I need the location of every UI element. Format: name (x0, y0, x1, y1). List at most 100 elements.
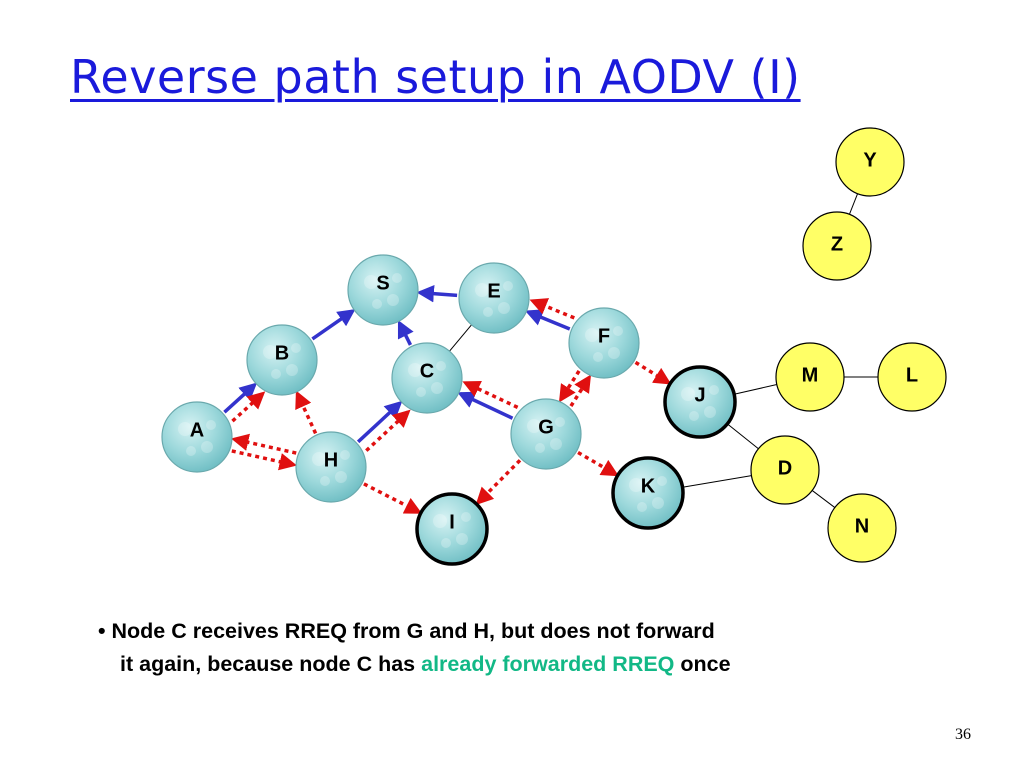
node-texture (335, 471, 347, 483)
node-j-label: J (694, 384, 705, 406)
node-texture (291, 343, 301, 353)
node-texture (206, 420, 216, 430)
node-texture (372, 299, 382, 309)
node-texture (555, 417, 565, 427)
node-n: N (827, 493, 897, 563)
bullet-line-1-text: Node C receives RREQ from G and H, but d… (111, 619, 715, 643)
node-g-label: G (538, 416, 554, 438)
node-c-circle (391, 342, 463, 414)
node-y: Y (835, 127, 905, 197)
node-b: B (246, 324, 318, 396)
node-texture (593, 352, 603, 362)
node-m-label: M (802, 364, 819, 386)
rreq-arrow-H-B (295, 390, 318, 435)
rreq-arrow-G-I (475, 459, 522, 506)
node-n-label: N (855, 515, 869, 537)
node-texture (186, 446, 196, 456)
node-texture (271, 369, 281, 379)
node-texture (461, 512, 471, 522)
rreq-arrow-A-B (231, 391, 266, 423)
reverse-path-arrow-F-E (525, 309, 571, 331)
node-texture (416, 387, 426, 397)
bullet-line-2-after: once (680, 652, 731, 676)
link-J-M (734, 384, 777, 395)
node-texture (475, 283, 489, 297)
reverse-path-arrow-B-S (311, 309, 356, 341)
node-z-circle (802, 211, 872, 281)
reverse-path-arrow-H-C (356, 400, 403, 444)
rreq-arrow-A-H (231, 449, 297, 471)
node-f-label: F (598, 325, 610, 347)
node-texture (585, 328, 599, 342)
node-texture (704, 406, 716, 418)
node-texture (550, 438, 562, 450)
node-texture (689, 411, 699, 421)
node-i-circle (415, 492, 489, 566)
rreq-arrow-H-A (231, 433, 297, 455)
node-texture (657, 476, 667, 486)
rreq-arrow-G-F (569, 374, 592, 407)
node-z-label: Z (831, 233, 843, 255)
node-g: G (510, 398, 582, 470)
bullet-line-2-highlight: already forwarded RREQ (421, 652, 675, 676)
node-h: H (295, 431, 367, 503)
link-K-D (682, 475, 752, 488)
node-h-circle (295, 431, 367, 503)
node-d: D (750, 435, 820, 505)
node-texture (433, 514, 447, 528)
node-texture (681, 387, 695, 401)
node-texture (613, 326, 623, 336)
node-texture (456, 533, 468, 545)
node-d-label: D (778, 457, 792, 479)
reverse-path-layer (223, 284, 571, 444)
node-i: I (415, 492, 489, 566)
bullet-text: • Node C receives RREQ from G and H, but… (98, 615, 731, 681)
node-texture (436, 361, 446, 371)
bullet-marker: • (98, 619, 106, 643)
node-a-label: A (190, 419, 204, 441)
node-texture (441, 538, 451, 548)
node-y-circle (835, 127, 905, 197)
node-l-label: L (906, 364, 918, 386)
links-layer (449, 193, 878, 508)
node-c-label: C (420, 360, 434, 382)
node-k-circle (611, 456, 685, 530)
node-s-circle (347, 254, 419, 326)
node-texture (320, 476, 330, 486)
node-texture (364, 275, 378, 289)
node-a: A (161, 401, 233, 473)
rreq-arrow-H-I (363, 482, 423, 514)
reverse-path-arrow-G-C (457, 391, 514, 420)
link-E-C (449, 324, 472, 352)
node-e: E (458, 262, 530, 334)
node-texture (312, 452, 326, 466)
rreq-arrow-F-G (558, 370, 581, 403)
node-texture (286, 364, 298, 376)
node-texture (637, 502, 647, 512)
node-b-label: B (275, 342, 289, 364)
node-j-circle (663, 365, 737, 439)
node-texture (498, 302, 510, 314)
node-g-circle (510, 398, 582, 470)
node-d-circle (750, 435, 820, 505)
node-f-circle (568, 307, 640, 379)
node-e-label: E (487, 280, 500, 302)
node-n-circle (827, 493, 897, 563)
node-texture (340, 450, 350, 460)
node-texture (483, 307, 493, 317)
reverse-path-arrow-E-S (416, 284, 458, 303)
node-texture (652, 497, 664, 509)
node-texture (201, 441, 213, 453)
reverse-path-arrow-C-S (397, 319, 414, 346)
node-texture (392, 273, 402, 283)
node-j: J (663, 365, 737, 439)
node-b-circle (246, 324, 318, 396)
rreq-arrow-G-K (577, 451, 620, 477)
bullet-line-2: it again, because node C has already for… (98, 648, 731, 681)
node-texture (503, 281, 513, 291)
node-h-label: H (324, 449, 338, 471)
node-s-label: S (376, 272, 389, 294)
node-texture (527, 419, 541, 433)
